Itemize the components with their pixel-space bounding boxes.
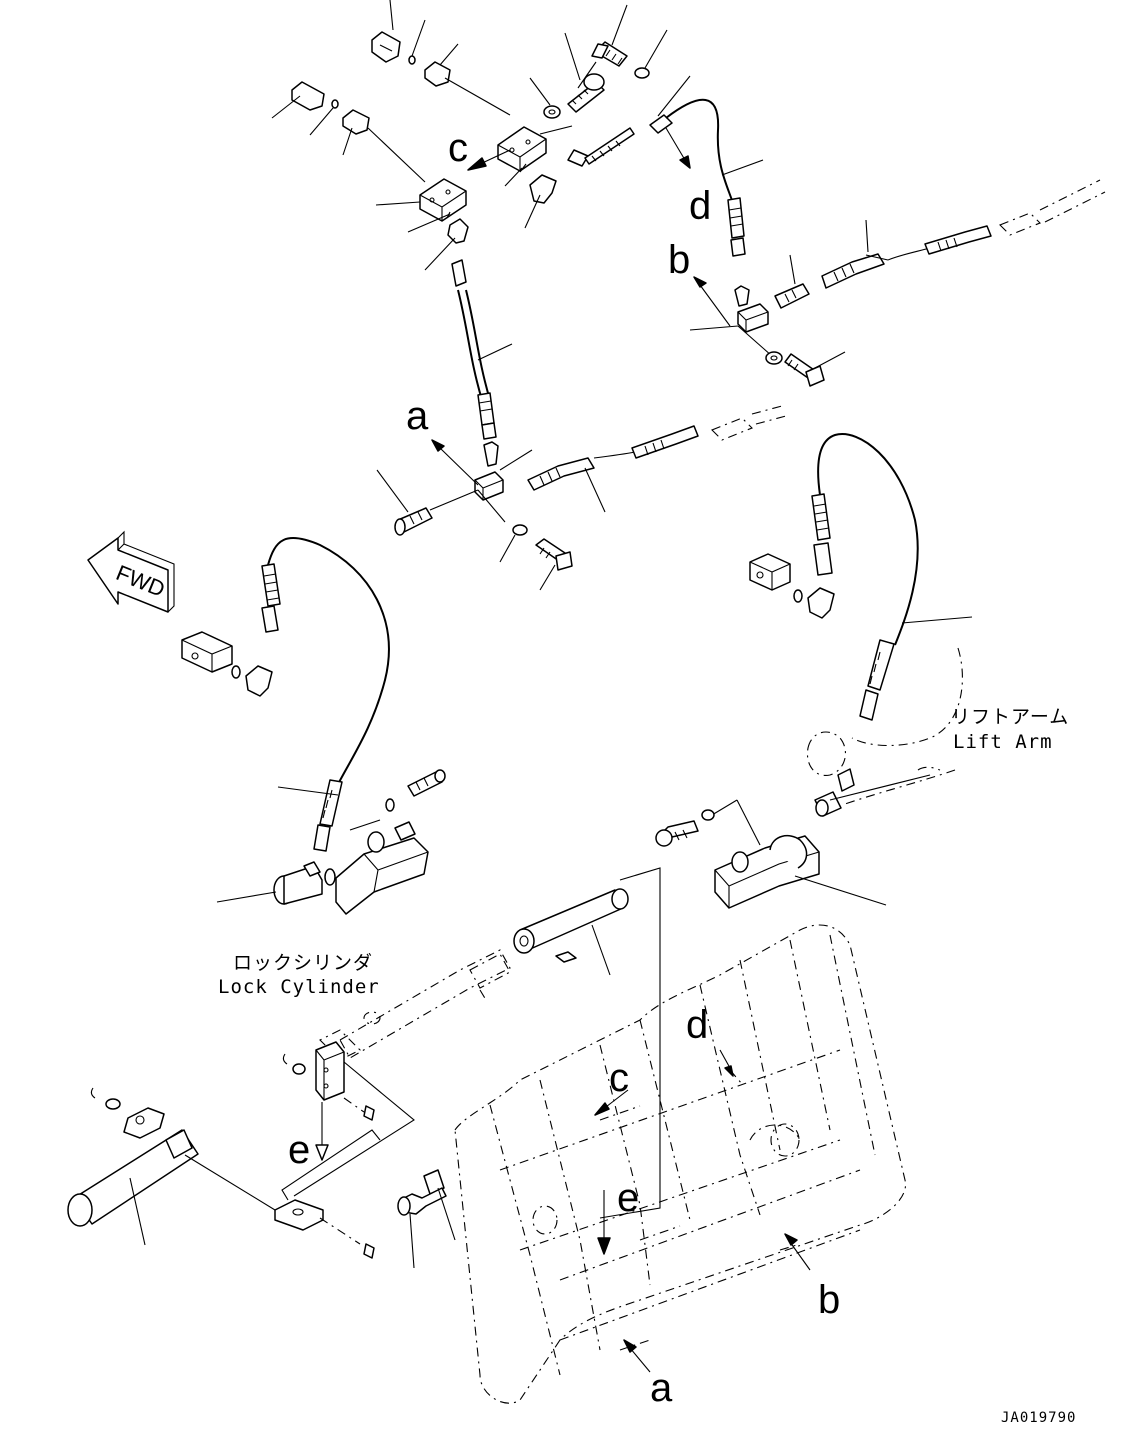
lift-arm-pin-left [216, 769, 446, 915]
left-hose-assembly [261, 536, 390, 852]
quick-coupler-body [454, 924, 906, 1404]
fitting-a-left [376, 469, 433, 536]
washer-top [529, 77, 561, 119]
lock-cylinder-label-en: Lock Cylinder [218, 976, 380, 998]
top-fittings-group [271, 0, 691, 271]
manifold-block-left [375, 178, 467, 222]
fitting-b-right-2 [821, 219, 889, 289]
manifold-block-c [497, 125, 573, 172]
fitting-left-3 [342, 109, 370, 156]
hose-a-assembly [451, 259, 513, 440]
label-plate [397, 1169, 456, 1269]
fitting-top-1 [371, 0, 401, 63]
lift-arm-label-ja: リフトアーム [951, 706, 1070, 728]
lock-cylinder-label-ja: ロックシリンダ [233, 952, 374, 974]
right-block-fitting [749, 553, 835, 619]
washer-center [701, 809, 715, 821]
label-a-bottom: a [650, 1366, 673, 1410]
washer-b [765, 351, 783, 365]
bolt-center [655, 820, 699, 847]
bolt-a [535, 538, 573, 591]
label-b-top: b [668, 238, 691, 282]
fitting-b-right-1 [774, 254, 810, 309]
label-e-left: e [288, 1128, 311, 1172]
hose-d-assembly [665, 98, 764, 257]
bolt-b [784, 351, 846, 387]
label-b-bottom: b [818, 1278, 841, 1322]
lock-cylinder [319, 888, 629, 1061]
fitting-a-right [527, 457, 606, 513]
clevis-e [282, 1041, 415, 1197]
fitting-b-right-3 [924, 225, 992, 255]
tee-block-a [376, 405, 787, 591]
fitting-top-3 [424, 43, 459, 87]
fitting-left-2 [309, 99, 339, 136]
fwd-arrow-icon [87, 530, 175, 613]
fitting-left-1 [271, 81, 325, 119]
pin-plate-bottom [274, 1129, 381, 1259]
drawing-code: JA019790 [1001, 1410, 1077, 1426]
label-e-bottom: e [617, 1176, 640, 1220]
label-d-bottom: d [686, 1003, 709, 1047]
washer-top-right [634, 29, 668, 79]
label-c-top: c [448, 126, 468, 170]
bolt-top-right [591, 4, 628, 67]
washer-a [499, 524, 528, 563]
lift-arm-pin-right [711, 731, 941, 909]
label-arrows [431, 127, 811, 1373]
fitting-top-2 [408, 19, 426, 65]
hose-fitting-c [567, 75, 691, 167]
label-c-bottom: c [609, 1056, 629, 1100]
locking-pin [67, 1087, 276, 1246]
fitting-a-far-right [631, 425, 699, 459]
tee-block-b [689, 179, 1106, 387]
lift-arm-label-en: Lift Arm [953, 731, 1053, 753]
bolt-top-middle [564, 32, 605, 113]
elbow-fitting-left [424, 218, 469, 271]
right-hose-assembly [811, 433, 973, 721]
label-a-top: a [406, 394, 429, 438]
elbow-fitting-c [524, 174, 557, 229]
label-d-top: d [689, 184, 712, 228]
left-block-fitting [181, 631, 273, 697]
